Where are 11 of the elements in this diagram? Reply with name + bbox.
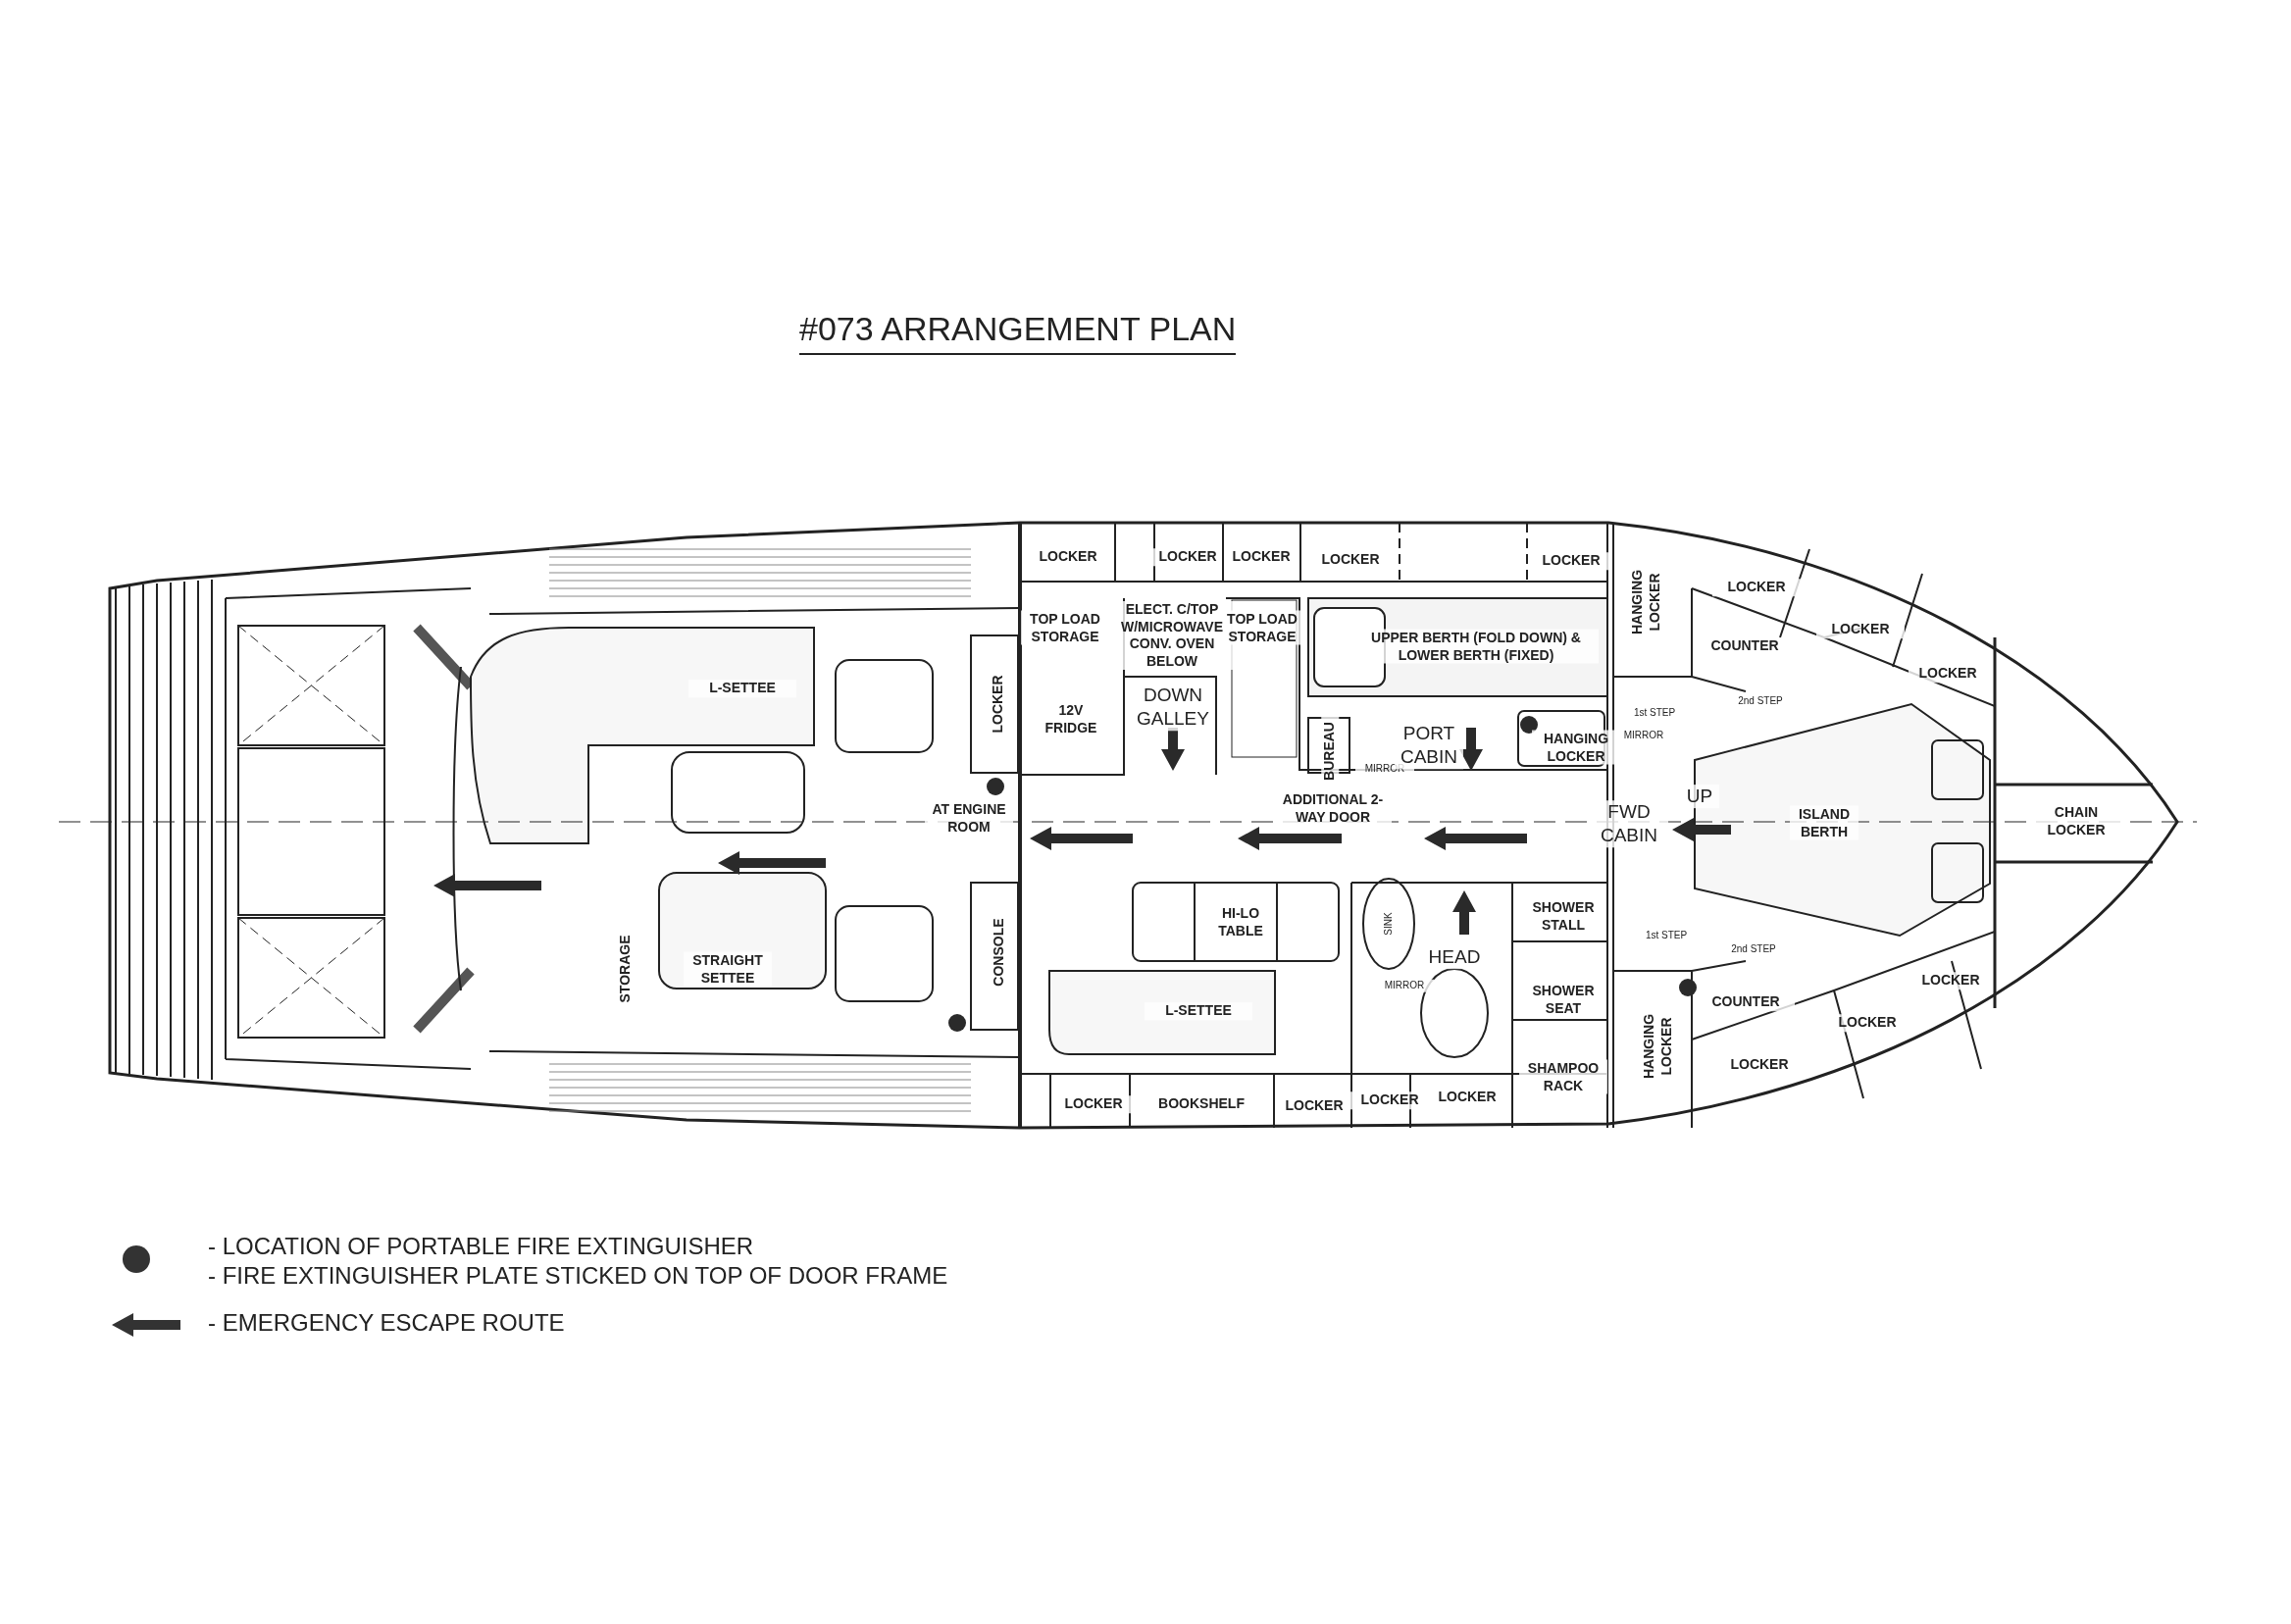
legend-text: - FIRE EXTINGUISHER PLATE STICKED ON TOP OF DOOR FRAME bbox=[208, 1264, 948, 1288]
legend-text: - EMERGENCY ESCAPE ROUTE bbox=[208, 1311, 565, 1335]
room-label: SHAMPOO RACK bbox=[1519, 1059, 1607, 1094]
room-label: STRAIGHT SETTEE bbox=[684, 951, 772, 987]
plan-title: #073 ARRANGEMENT PLAN bbox=[799, 312, 1237, 355]
legend-text: - LOCATION OF PORTABLE FIRE EXTINGUISHER bbox=[208, 1235, 754, 1258]
room-label: L-SETTEE bbox=[1145, 1002, 1252, 1020]
room-label: ISLAND BERTH bbox=[1790, 805, 1858, 840]
room-label: LOCKER bbox=[1816, 621, 1905, 638]
room-label: L-SETTEE bbox=[688, 680, 796, 697]
room-label: LOCKER bbox=[1712, 579, 1801, 596]
